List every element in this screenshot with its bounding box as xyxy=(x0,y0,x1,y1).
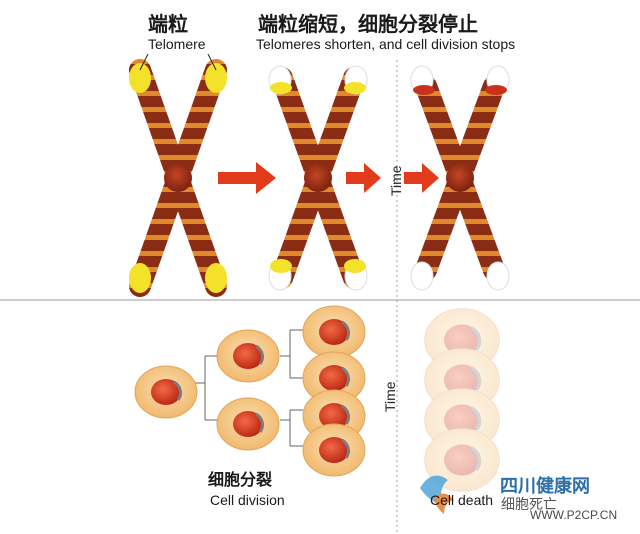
arrow-1 xyxy=(218,162,276,194)
arrow-3 xyxy=(404,163,439,193)
cell-generation-1 xyxy=(133,364,199,420)
death-label-zh: 细胞死亡 xyxy=(501,497,557,513)
death-label-en: Cell death xyxy=(430,492,494,508)
telomere-pointer-left xyxy=(139,53,149,71)
arrow-2 xyxy=(346,163,381,193)
watermark-name: 四川健康网 xyxy=(500,476,590,497)
time-label-top: Time xyxy=(388,165,404,196)
chromosome-full-telomere xyxy=(129,59,227,297)
division-label-zh: 细胞分裂 xyxy=(208,470,273,489)
cell-generation-3 xyxy=(301,304,367,478)
cell-generation-2 xyxy=(215,328,281,452)
telomere-label-en: Telomere xyxy=(148,36,206,52)
watermark-url: WWW.P2CP.CN xyxy=(530,508,618,522)
watermark-logo xyxy=(420,475,454,514)
telomere-pointer-right xyxy=(207,53,217,71)
time-label-bottom: Time xyxy=(382,381,398,412)
shorten-label-zh: 端粒缩短，细胞分裂停止 xyxy=(258,12,478,36)
chromosome-no-telomere xyxy=(410,65,510,291)
chromosome-shortening xyxy=(268,65,368,291)
shorten-label-en: Telomeres shorten, and cell division sto… xyxy=(256,36,516,52)
dead-cells xyxy=(422,306,502,494)
telomere-label-zh: 端粒 xyxy=(148,12,188,36)
division-label-en: Cell division xyxy=(210,492,285,508)
